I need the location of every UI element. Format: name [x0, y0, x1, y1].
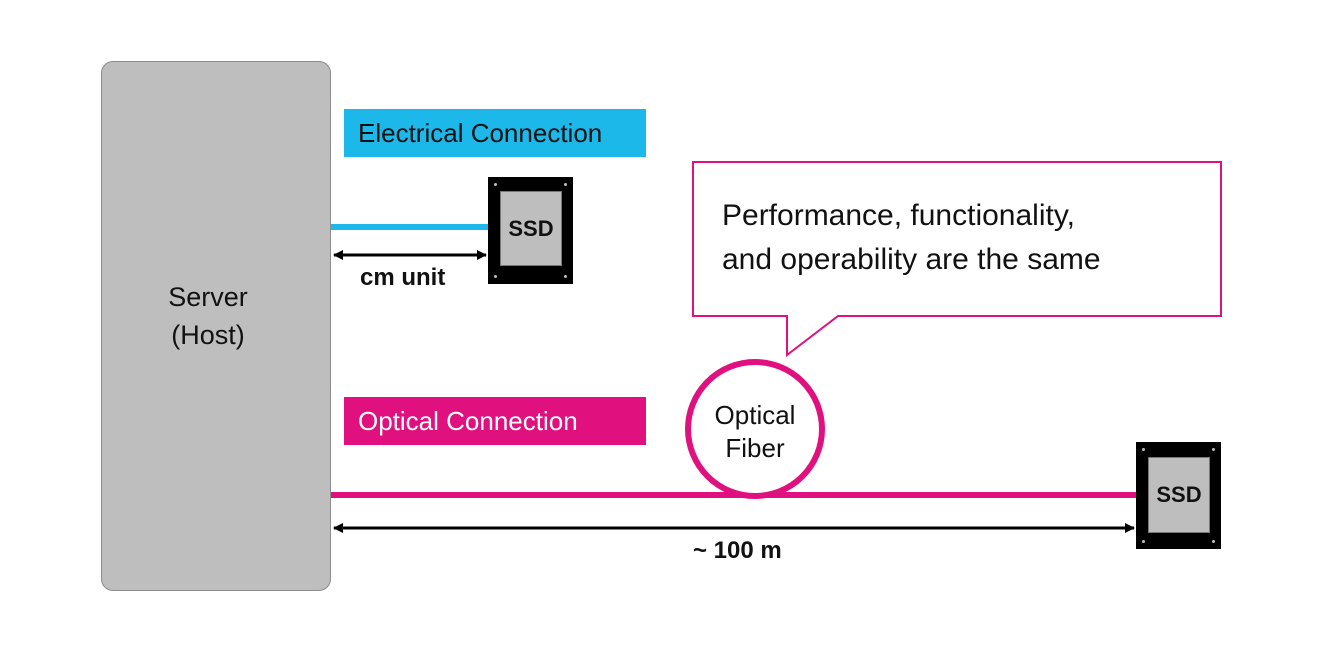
callout-text: Performance, functionality, and operabil… [722, 194, 1212, 282]
server-host-block [101, 61, 331, 591]
screw-icon [1142, 540, 1145, 543]
ssd-label: SSD [500, 191, 562, 266]
screw-icon [1212, 448, 1215, 451]
ssd-optical: SSD [1136, 442, 1221, 549]
optical-connection-tag: Optical Connection [344, 397, 646, 445]
callout-line1: Performance, functionality, [722, 199, 1075, 232]
screw-icon [1212, 540, 1215, 543]
100m-label: ~ 100 m [693, 537, 782, 564]
optical-fiber-loop [685, 359, 825, 499]
screw-icon [564, 183, 567, 186]
callout-bubble [692, 161, 1222, 358]
screw-icon [494, 183, 497, 186]
ssd-electrical: SSD [488, 177, 573, 284]
screw-icon [1142, 448, 1145, 451]
screw-icon [494, 275, 497, 278]
cm-unit-label: cm unit [360, 264, 446, 291]
server-label-line1: Server [168, 282, 248, 312]
ssd-label: SSD [1148, 457, 1210, 533]
server-label-line2: (Host) [171, 320, 245, 350]
server-label: Server (Host) [101, 278, 315, 354]
screw-icon [564, 275, 567, 278]
electrical-connection-tag: Electrical Connection [344, 109, 646, 157]
fiber-label-line2: Fiber [725, 433, 785, 463]
optical-fiber-label: Optical Fiber [690, 399, 820, 465]
fiber-label-line1: Optical [714, 400, 796, 430]
callout-line2: and operability are the same [722, 243, 1101, 276]
